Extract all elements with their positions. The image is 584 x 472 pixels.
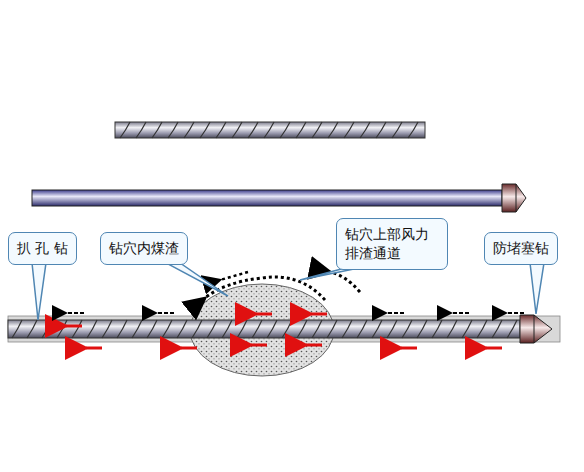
- screw-thread: [132, 320, 142, 338]
- screw-thread: [216, 122, 226, 138]
- screw-thread: [12, 320, 22, 338]
- screw-thread: [152, 122, 162, 138]
- flow-arrow: [401, 347, 417, 350]
- callout-text: 钻穴内煤渣: [109, 239, 179, 258]
- screw-thread: [282, 320, 292, 338]
- callout-text: 防堵塞钻: [493, 239, 549, 258]
- screw-thread: [177, 320, 187, 338]
- screw-thread: [360, 122, 370, 138]
- screw-thread: [447, 320, 457, 338]
- screw-thread: [297, 320, 307, 338]
- screw-thread: [42, 320, 52, 338]
- screw-thread: [87, 320, 97, 338]
- callout-box: 防堵塞钻: [484, 232, 558, 265]
- screw-thread: [376, 122, 386, 138]
- air-arrow: [66, 312, 84, 314]
- screw-thread: [462, 320, 472, 338]
- screw-thread: [252, 320, 262, 338]
- callout-box: 钻穴上部风力 排渣通道: [336, 218, 448, 270]
- screw-thread: [200, 122, 210, 138]
- screw-thread: [296, 122, 306, 138]
- screw-thread: [507, 320, 517, 338]
- callout-tail: [32, 263, 46, 320]
- screw-thread: [432, 320, 442, 338]
- flow-arrow: [181, 347, 197, 350]
- screw-thread: [342, 320, 352, 338]
- callout-text: 钻穴上部风力 排渣通道: [345, 225, 439, 263]
- screw-thread: [392, 122, 402, 138]
- screw-thread: [117, 320, 127, 338]
- screw-thread: [408, 122, 418, 138]
- air-arrow: [451, 312, 469, 314]
- screw-thread: [312, 320, 322, 338]
- flow-arrow: [66, 325, 82, 328]
- screw-thread: [492, 320, 502, 338]
- screw-thread: [372, 320, 382, 338]
- flow-arrow: [256, 313, 272, 316]
- screw-thread: [168, 122, 178, 138]
- screw-thread: [402, 320, 412, 338]
- flow-arrow: [486, 347, 502, 350]
- flow-arrow: [86, 347, 102, 350]
- flow-arrow: [311, 313, 327, 316]
- screw-thread: [344, 122, 354, 138]
- callout-box: 钻穴内煤渣: [100, 232, 188, 265]
- screw-thread: [417, 320, 427, 338]
- screw-thread: [477, 320, 487, 338]
- callout-text: 扒 孔 钻: [17, 239, 68, 258]
- screw-thread: [222, 320, 232, 338]
- screw-thread: [162, 320, 172, 338]
- screw-thread: [192, 320, 202, 338]
- screw-thread: [312, 122, 322, 138]
- air-arrow: [506, 312, 524, 314]
- callout-box: 扒 孔 钻: [8, 232, 77, 265]
- screw-thread: [72, 320, 82, 338]
- screw-thread: [136, 122, 146, 138]
- flow-arrow: [306, 344, 322, 347]
- screw-thread: [327, 320, 337, 338]
- screw-thread: [387, 320, 397, 338]
- screw-thread: [267, 320, 277, 338]
- screw-thread: [207, 320, 217, 338]
- screw-thread: [120, 122, 130, 138]
- screw-thread: [147, 320, 157, 338]
- screw-thread: [264, 122, 274, 138]
- screw-thread: [27, 320, 37, 338]
- screw-thread: [232, 122, 242, 138]
- screw-thread: [57, 320, 67, 338]
- callout-tail: [166, 263, 228, 296]
- screw-thread: [357, 320, 367, 338]
- screw-thread: [184, 122, 194, 138]
- screw-thread: [102, 320, 112, 338]
- callout-tail: [530, 263, 544, 314]
- screw-thread: [280, 122, 290, 138]
- air-arrow: [156, 312, 174, 314]
- screw-thread: [237, 320, 247, 338]
- screw-thread: [248, 122, 258, 138]
- air-arrow: [386, 312, 404, 314]
- screw-thread: [328, 122, 338, 138]
- flow-arrow: [251, 344, 267, 347]
